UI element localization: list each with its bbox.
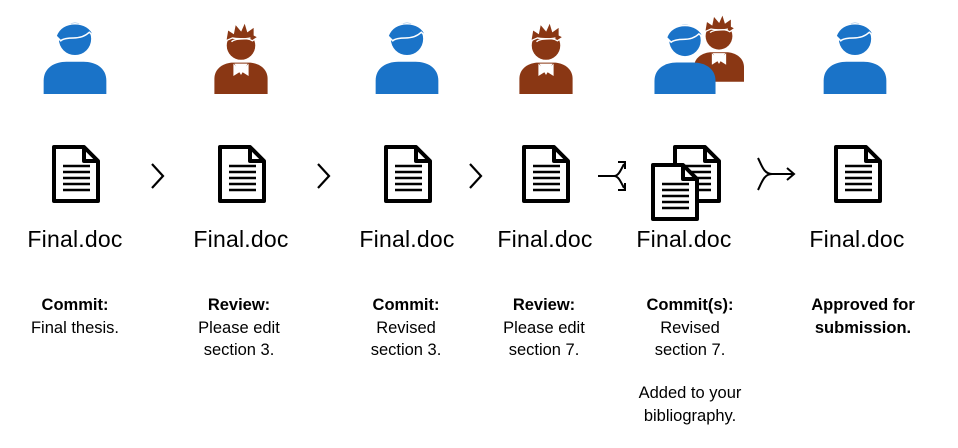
- document-icon: [521, 144, 571, 204]
- document-icon: [833, 144, 883, 204]
- brown-reviewer-icon: [519, 18, 573, 94]
- caption-line: section 7.: [508, 341, 580, 359]
- caption-line: Revised: [376, 318, 436, 337]
- brown-reviewer-icon: [214, 18, 268, 94]
- caption-line: Revised: [660, 318, 720, 337]
- caption-title: Commit:: [41, 296, 109, 314]
- filename: Final.doc: [359, 226, 455, 252]
- caption-title: Approved for: [811, 296, 915, 314]
- document-icon: [650, 162, 700, 222]
- filename: Final.doc: [497, 226, 593, 252]
- chevron-right-icon: [469, 163, 483, 189]
- caption-title: Commit(s):: [646, 296, 734, 314]
- caption-line: section 3.: [370, 341, 442, 359]
- caption: Commit(s): Revised section 7.: [615, 294, 765, 362]
- caption: Commit: Final thesis.: [0, 294, 150, 339]
- chevron-right-icon: [151, 163, 165, 189]
- caption-line: Please edit: [198, 318, 280, 337]
- filename: Final.doc: [809, 226, 905, 252]
- branch-merge-icon: [757, 157, 796, 191]
- blue-user-icon: [374, 18, 440, 94]
- caption-note: Added to your bibliography.: [615, 382, 765, 427]
- branch-split-icon: [598, 161, 626, 191]
- note-line: Added to your: [638, 384, 742, 402]
- caption: Review: Please edit section 7.: [469, 294, 619, 362]
- document-icon: [51, 144, 101, 204]
- caption-title: Commit:: [372, 296, 440, 314]
- caption-line: Final thesis.: [30, 318, 120, 337]
- caption: Approved for submission.: [788, 294, 938, 339]
- blue-and-brown-users-icon: [652, 20, 718, 94]
- chevron-right-icon: [317, 163, 331, 189]
- document-icon: [217, 144, 267, 204]
- filename: Final.doc: [193, 226, 289, 252]
- caption-title: submission.: [814, 318, 912, 337]
- filename: Final.doc: [27, 226, 123, 252]
- blue-user-icon: [822, 18, 888, 94]
- caption-line: section 7.: [654, 341, 726, 359]
- caption: Commit: Revised section 3.: [331, 294, 481, 362]
- document-icon: [383, 144, 433, 204]
- caption-title: Review:: [512, 296, 576, 314]
- caption: Review: Please edit section 3.: [164, 294, 314, 362]
- caption-title: Review:: [207, 296, 271, 314]
- note-line: bibliography.: [643, 406, 737, 425]
- caption-line: Please edit: [503, 318, 585, 337]
- caption-line: section 3.: [203, 341, 275, 359]
- blue-user-icon: [42, 18, 108, 94]
- filename: Final.doc: [636, 226, 732, 252]
